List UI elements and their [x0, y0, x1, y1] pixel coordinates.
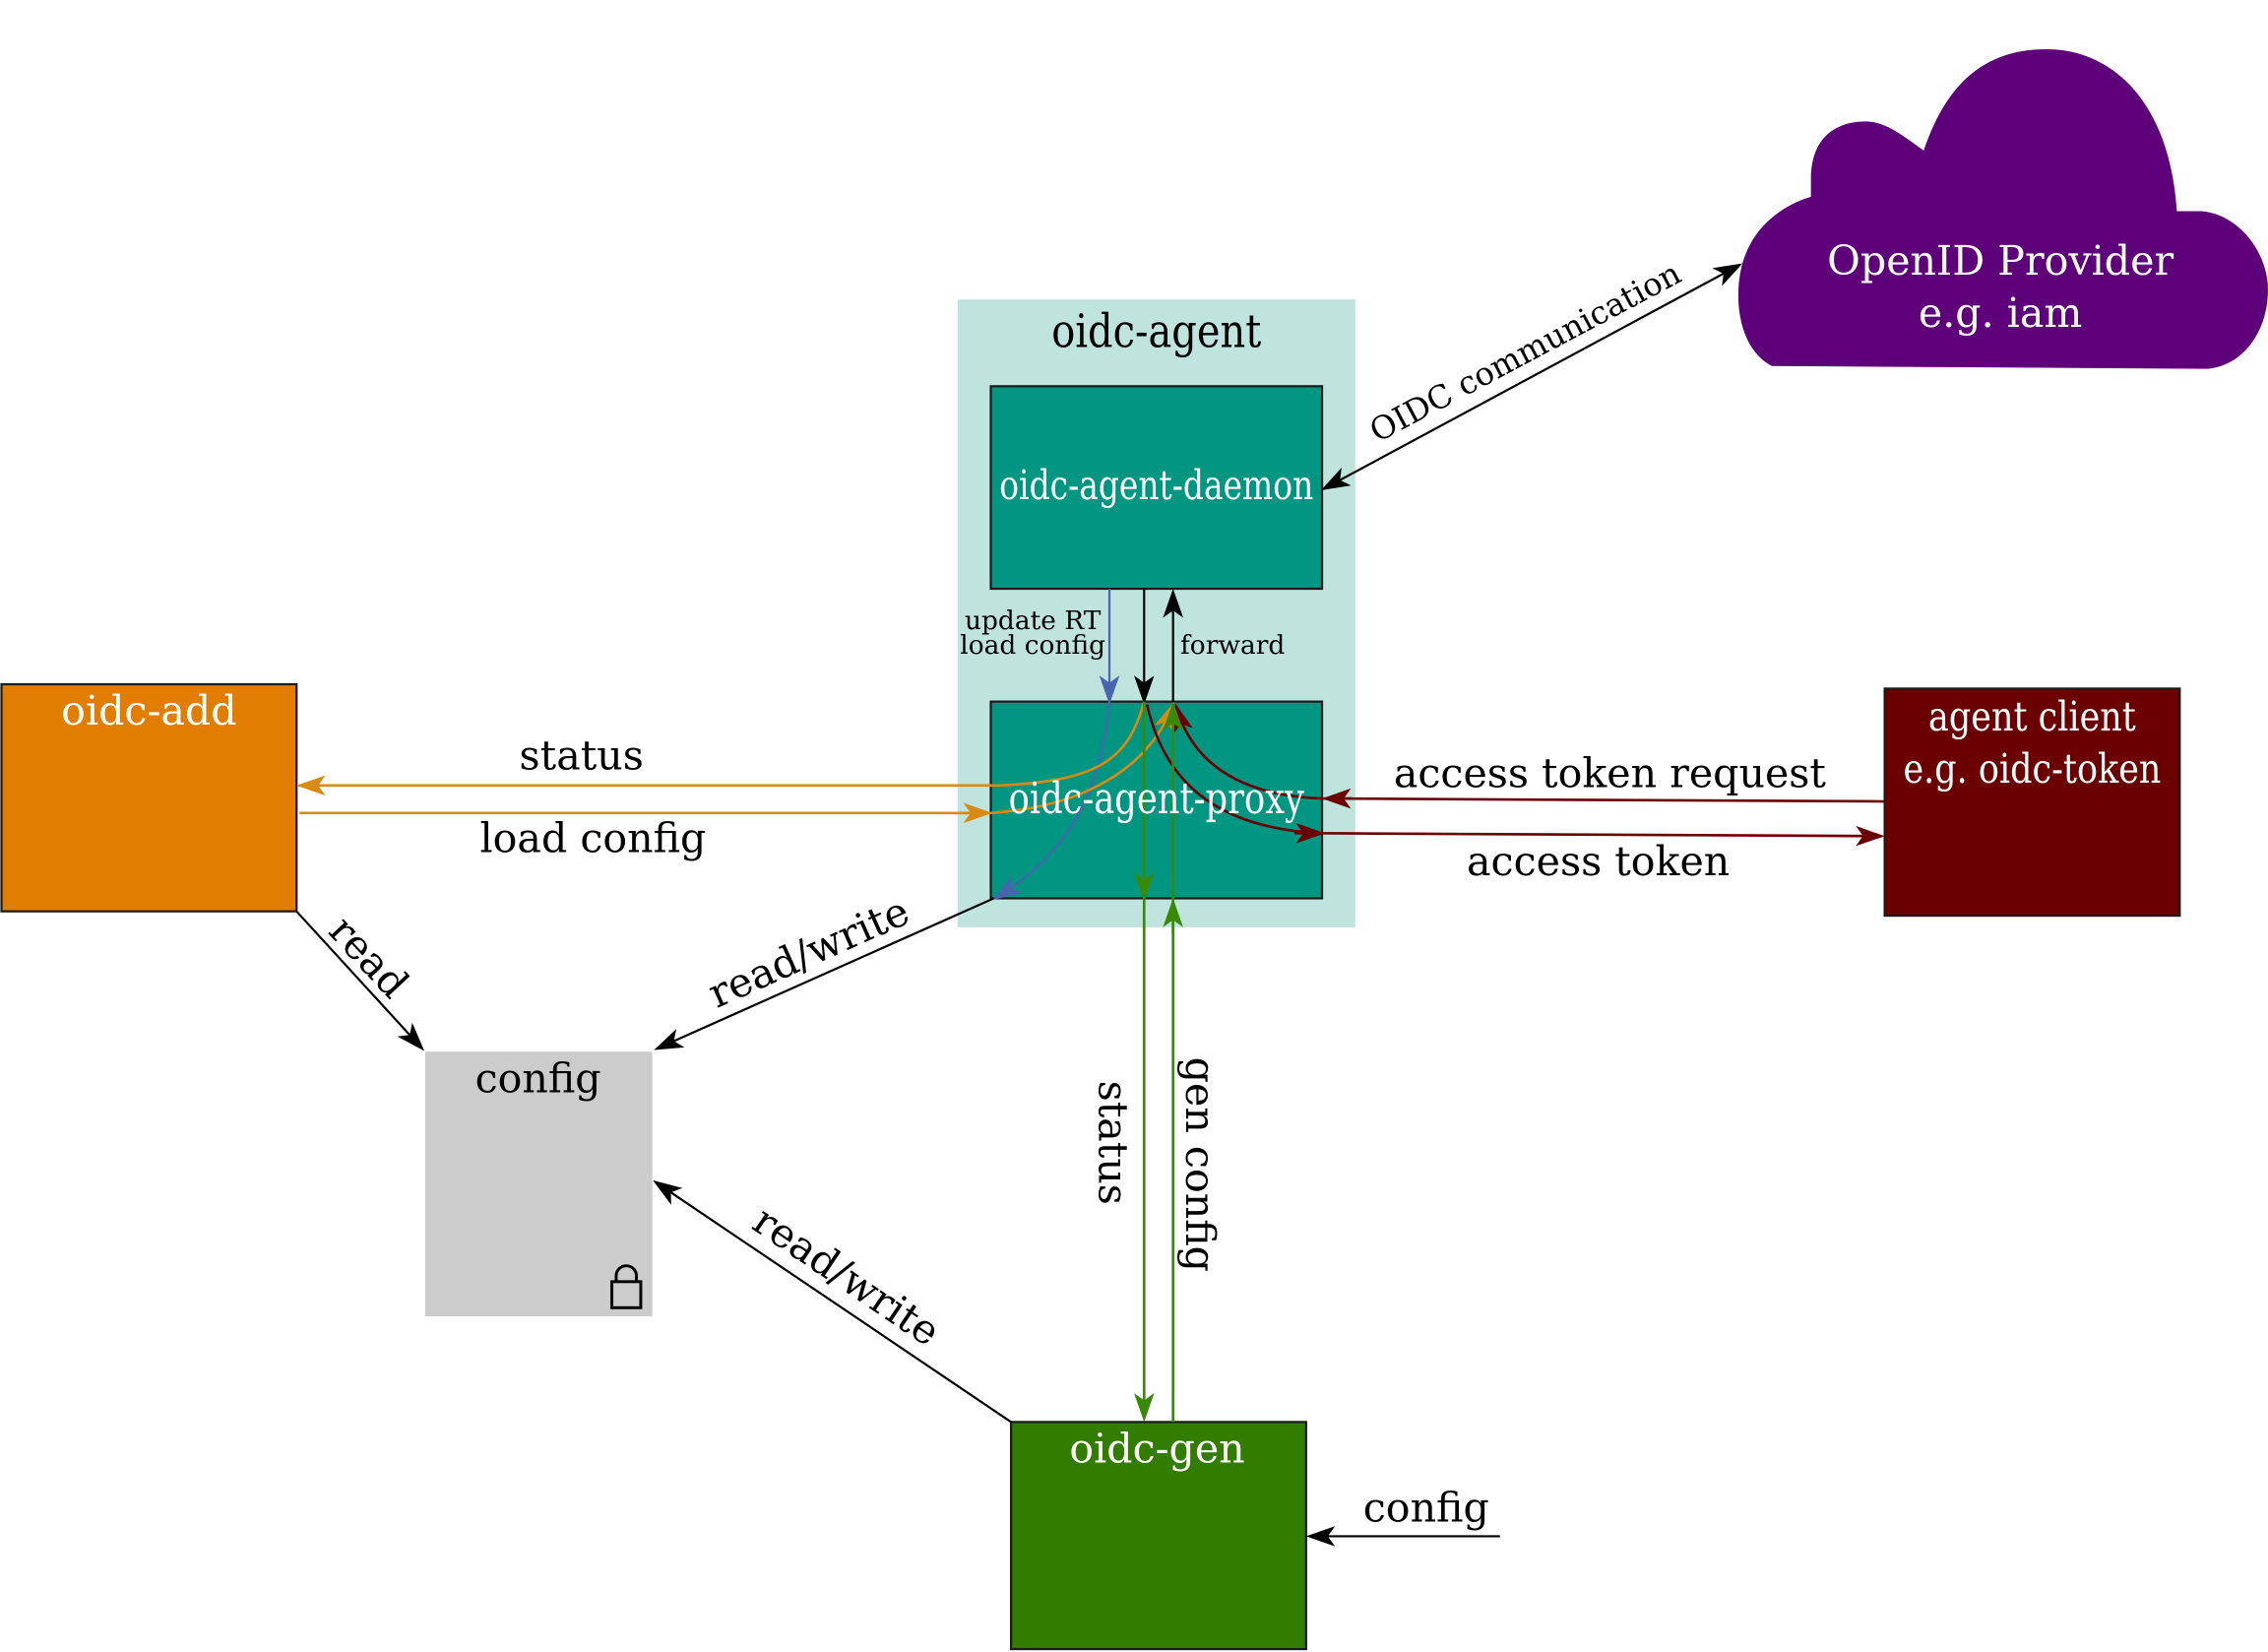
load-config-from-add-arrow	[299, 701, 1174, 815]
update-rt-label: update RT	[965, 605, 1102, 636]
agent-client-label-line2: e.g. oidc-token	[1904, 746, 2162, 793]
access-token-label: access token	[1467, 838, 1730, 885]
gen-config-label: gen config	[1176, 1057, 1224, 1272]
oidc-communication-arrow	[1320, 263, 1743, 491]
load-config-add-label: load config	[480, 814, 707, 861]
status-add-label: status	[520, 732, 644, 780]
gen-read-write-arrow	[653, 1179, 1012, 1424]
access-token-request-label: access token request	[1394, 749, 1827, 796]
oidc-add-node[interactable]	[0, 682, 298, 913]
gen-read-write-label: read/write	[744, 1196, 948, 1355]
status-gen-label: status	[1090, 1081, 1137, 1205]
lock-icon	[610, 1264, 643, 1309]
config-store-label: config	[475, 1054, 601, 1102]
config-store-node[interactable]	[425, 1051, 653, 1317]
openid-provider-cloud[interactable]	[1737, 48, 2268, 369]
status-to-add-arrow	[296, 701, 1146, 796]
openid-provider-label-line2: e.g. iam	[1919, 289, 2083, 337]
load-config-small-label: load config	[960, 630, 1105, 661]
oidc-agent-container-label: oidc-agent	[1051, 306, 1262, 359]
oidc-agent-daemon-node[interactable]	[989, 385, 1324, 591]
oidc-gen-label: oidc-gen	[1069, 1426, 1244, 1473]
openid-provider-label-line1: OpenID Provider	[1827, 237, 2174, 285]
oidc-communication-label: OIDC communication	[1363, 254, 1687, 450]
agent-client-node[interactable]	[1883, 687, 2181, 918]
read-label: read	[320, 907, 418, 1007]
oidc-agent-daemon-label: oidc-agent-daemon	[999, 461, 1313, 509]
agent-client-label-line1: agent client	[1928, 694, 2136, 740]
oidc-agent-proxy-label: oidc-agent-proxy	[1009, 774, 1305, 824]
access-token-request-arrow	[1173, 703, 1885, 803]
proxy-read-write-label: read/write	[701, 887, 915, 1017]
proxy-read-write-arrow	[654, 897, 994, 1050]
config-input-label: config	[1363, 1485, 1489, 1532]
read-arrow	[295, 910, 425, 1051]
update-rt-curve	[992, 701, 1111, 901]
oidc-gen-node[interactable]	[1010, 1421, 1307, 1651]
oidc-add-label: oidc-add	[61, 687, 236, 734]
forward-label: forward	[1180, 630, 1285, 661]
